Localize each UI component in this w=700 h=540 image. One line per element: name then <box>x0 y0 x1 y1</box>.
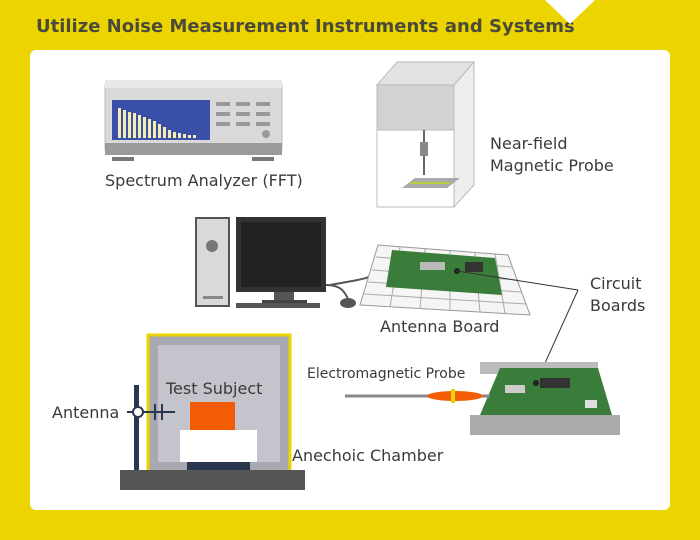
diagram-title: Utilize Noise Measurement Instruments an… <box>36 16 575 37</box>
label-test-subject: Test Subject <box>166 379 263 398</box>
label-near-field-2: Magnetic Probe <box>490 156 614 175</box>
computer <box>195 217 381 308</box>
label-circuit-boards-2: Boards <box>590 296 646 315</box>
label-antenna-board: Antenna Board <box>380 317 500 336</box>
label-circuit-boards-1: Circuit <box>590 274 642 293</box>
notch-decoration <box>545 0 595 24</box>
circuit-board-stand <box>470 362 620 435</box>
antenna-board <box>359 244 531 316</box>
electromagnetic-probe <box>345 389 490 403</box>
label-antenna: Antenna <box>52 403 120 422</box>
label-anechoic-chamber: Anechoic Chamber <box>292 446 444 465</box>
near-field-probe-enclosure <box>375 60 476 209</box>
label-spectrum-analyzer: Spectrum Analyzer (FFT) <box>105 171 303 190</box>
anechoic-chamber <box>120 333 305 490</box>
label-near-field-1: Near-field <box>490 134 568 153</box>
label-electromagnetic-probe: Electromagnetic Probe <box>307 366 466 382</box>
spectrum-analyzer <box>104 80 283 161</box>
